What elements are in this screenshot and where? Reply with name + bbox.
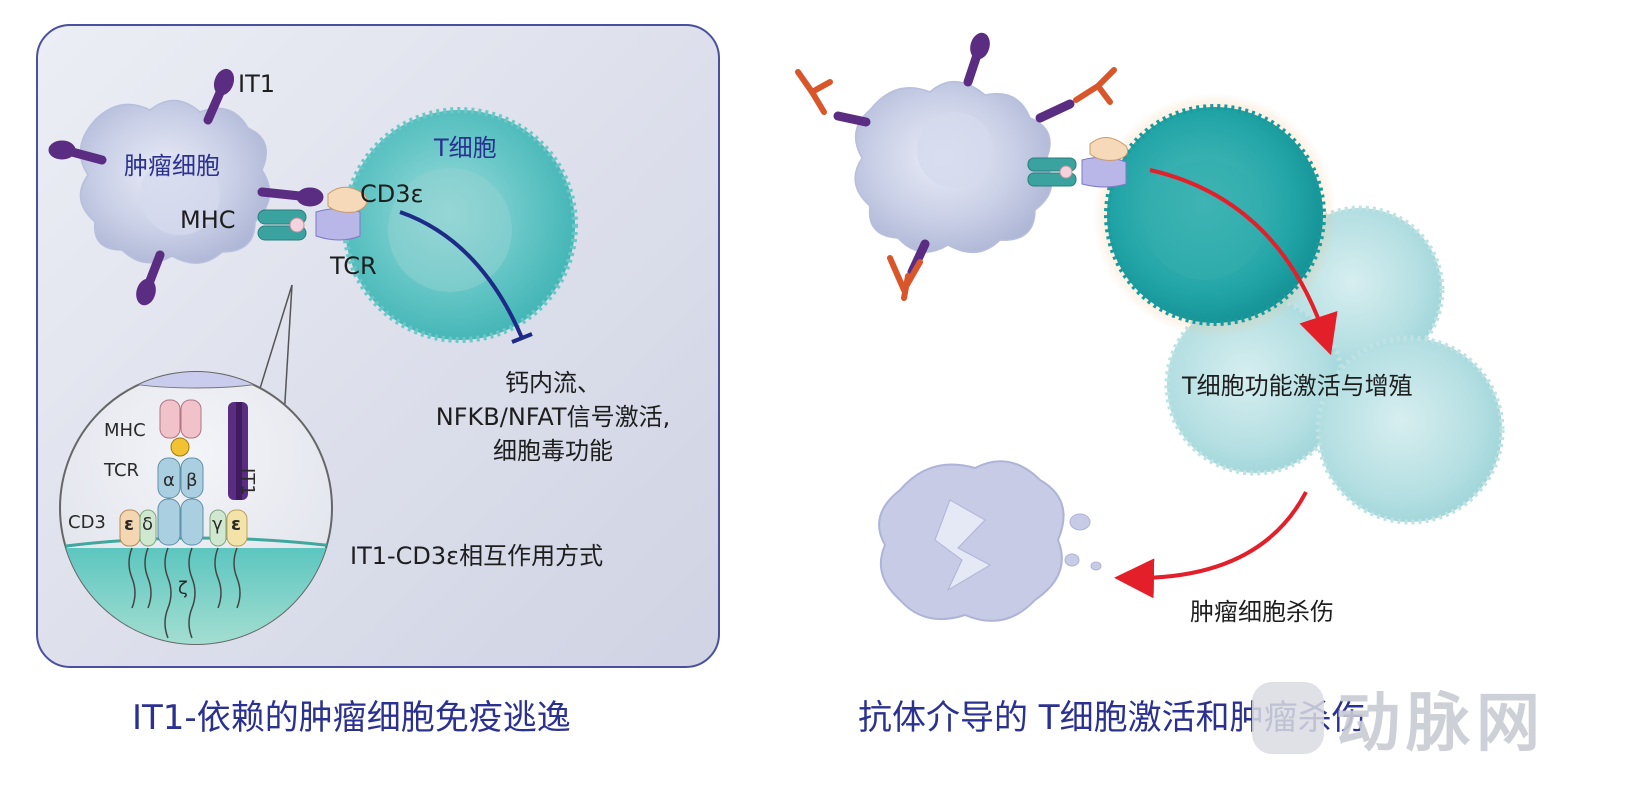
effects-text: 钙内流、 NFKB/NFAT信号激活, 细胞毒功能 bbox=[408, 366, 698, 468]
inset-alpha: α bbox=[163, 470, 175, 492]
inset-tcr-label: TCR bbox=[104, 460, 139, 482]
effects-line-3: 细胞毒功能 bbox=[408, 434, 698, 468]
interaction-mode-label: IT1-CD3ε相互作用方式 bbox=[350, 542, 603, 571]
cd3e-label: CD3ε bbox=[360, 180, 423, 209]
killing-arrow bbox=[1130, 492, 1306, 578]
tumor-nucleus-right bbox=[917, 112, 993, 188]
inset-beta: β bbox=[186, 470, 198, 492]
watermark-text: 动脉网 bbox=[1336, 672, 1546, 764]
dying-tumor-cell bbox=[879, 461, 1101, 621]
inset-epsilon-right: ε bbox=[231, 514, 241, 536]
effects-line-1: 钙内流、 bbox=[408, 366, 698, 400]
effects-line-2: NFKB/NFAT信号激活, bbox=[408, 400, 698, 434]
t-cell-label: T细胞 bbox=[434, 134, 497, 163]
inset-cd3-label: CD3 bbox=[68, 512, 106, 534]
caption-left: IT1-依赖的肿瘤细胞免疫逃逸 bbox=[132, 690, 571, 739]
inset-delta: δ bbox=[142, 514, 153, 536]
it1-label: IT1 bbox=[238, 70, 275, 99]
inset-epsilon-left: ε bbox=[124, 514, 134, 536]
inset-gamma: γ bbox=[212, 514, 223, 536]
tumor-cell-label: 肿瘤细胞 bbox=[124, 152, 220, 181]
activated-t-cell bbox=[1093, 93, 1337, 337]
killing-label: 肿瘤细胞杀伤 bbox=[1190, 598, 1334, 627]
inset-zeta: ζ bbox=[178, 578, 188, 600]
activation-label: T细胞功能激活与增殖 bbox=[1182, 372, 1413, 401]
tcr-label: TCR bbox=[330, 252, 377, 281]
mhc-label: MHC bbox=[180, 206, 236, 235]
watermark-logo-icon bbox=[1252, 682, 1324, 754]
watermark: 动脉网 bbox=[1252, 672, 1546, 764]
inset-mhc-label: MHC bbox=[104, 420, 146, 442]
inset-it1-vertical: IT1 bbox=[236, 468, 258, 496]
